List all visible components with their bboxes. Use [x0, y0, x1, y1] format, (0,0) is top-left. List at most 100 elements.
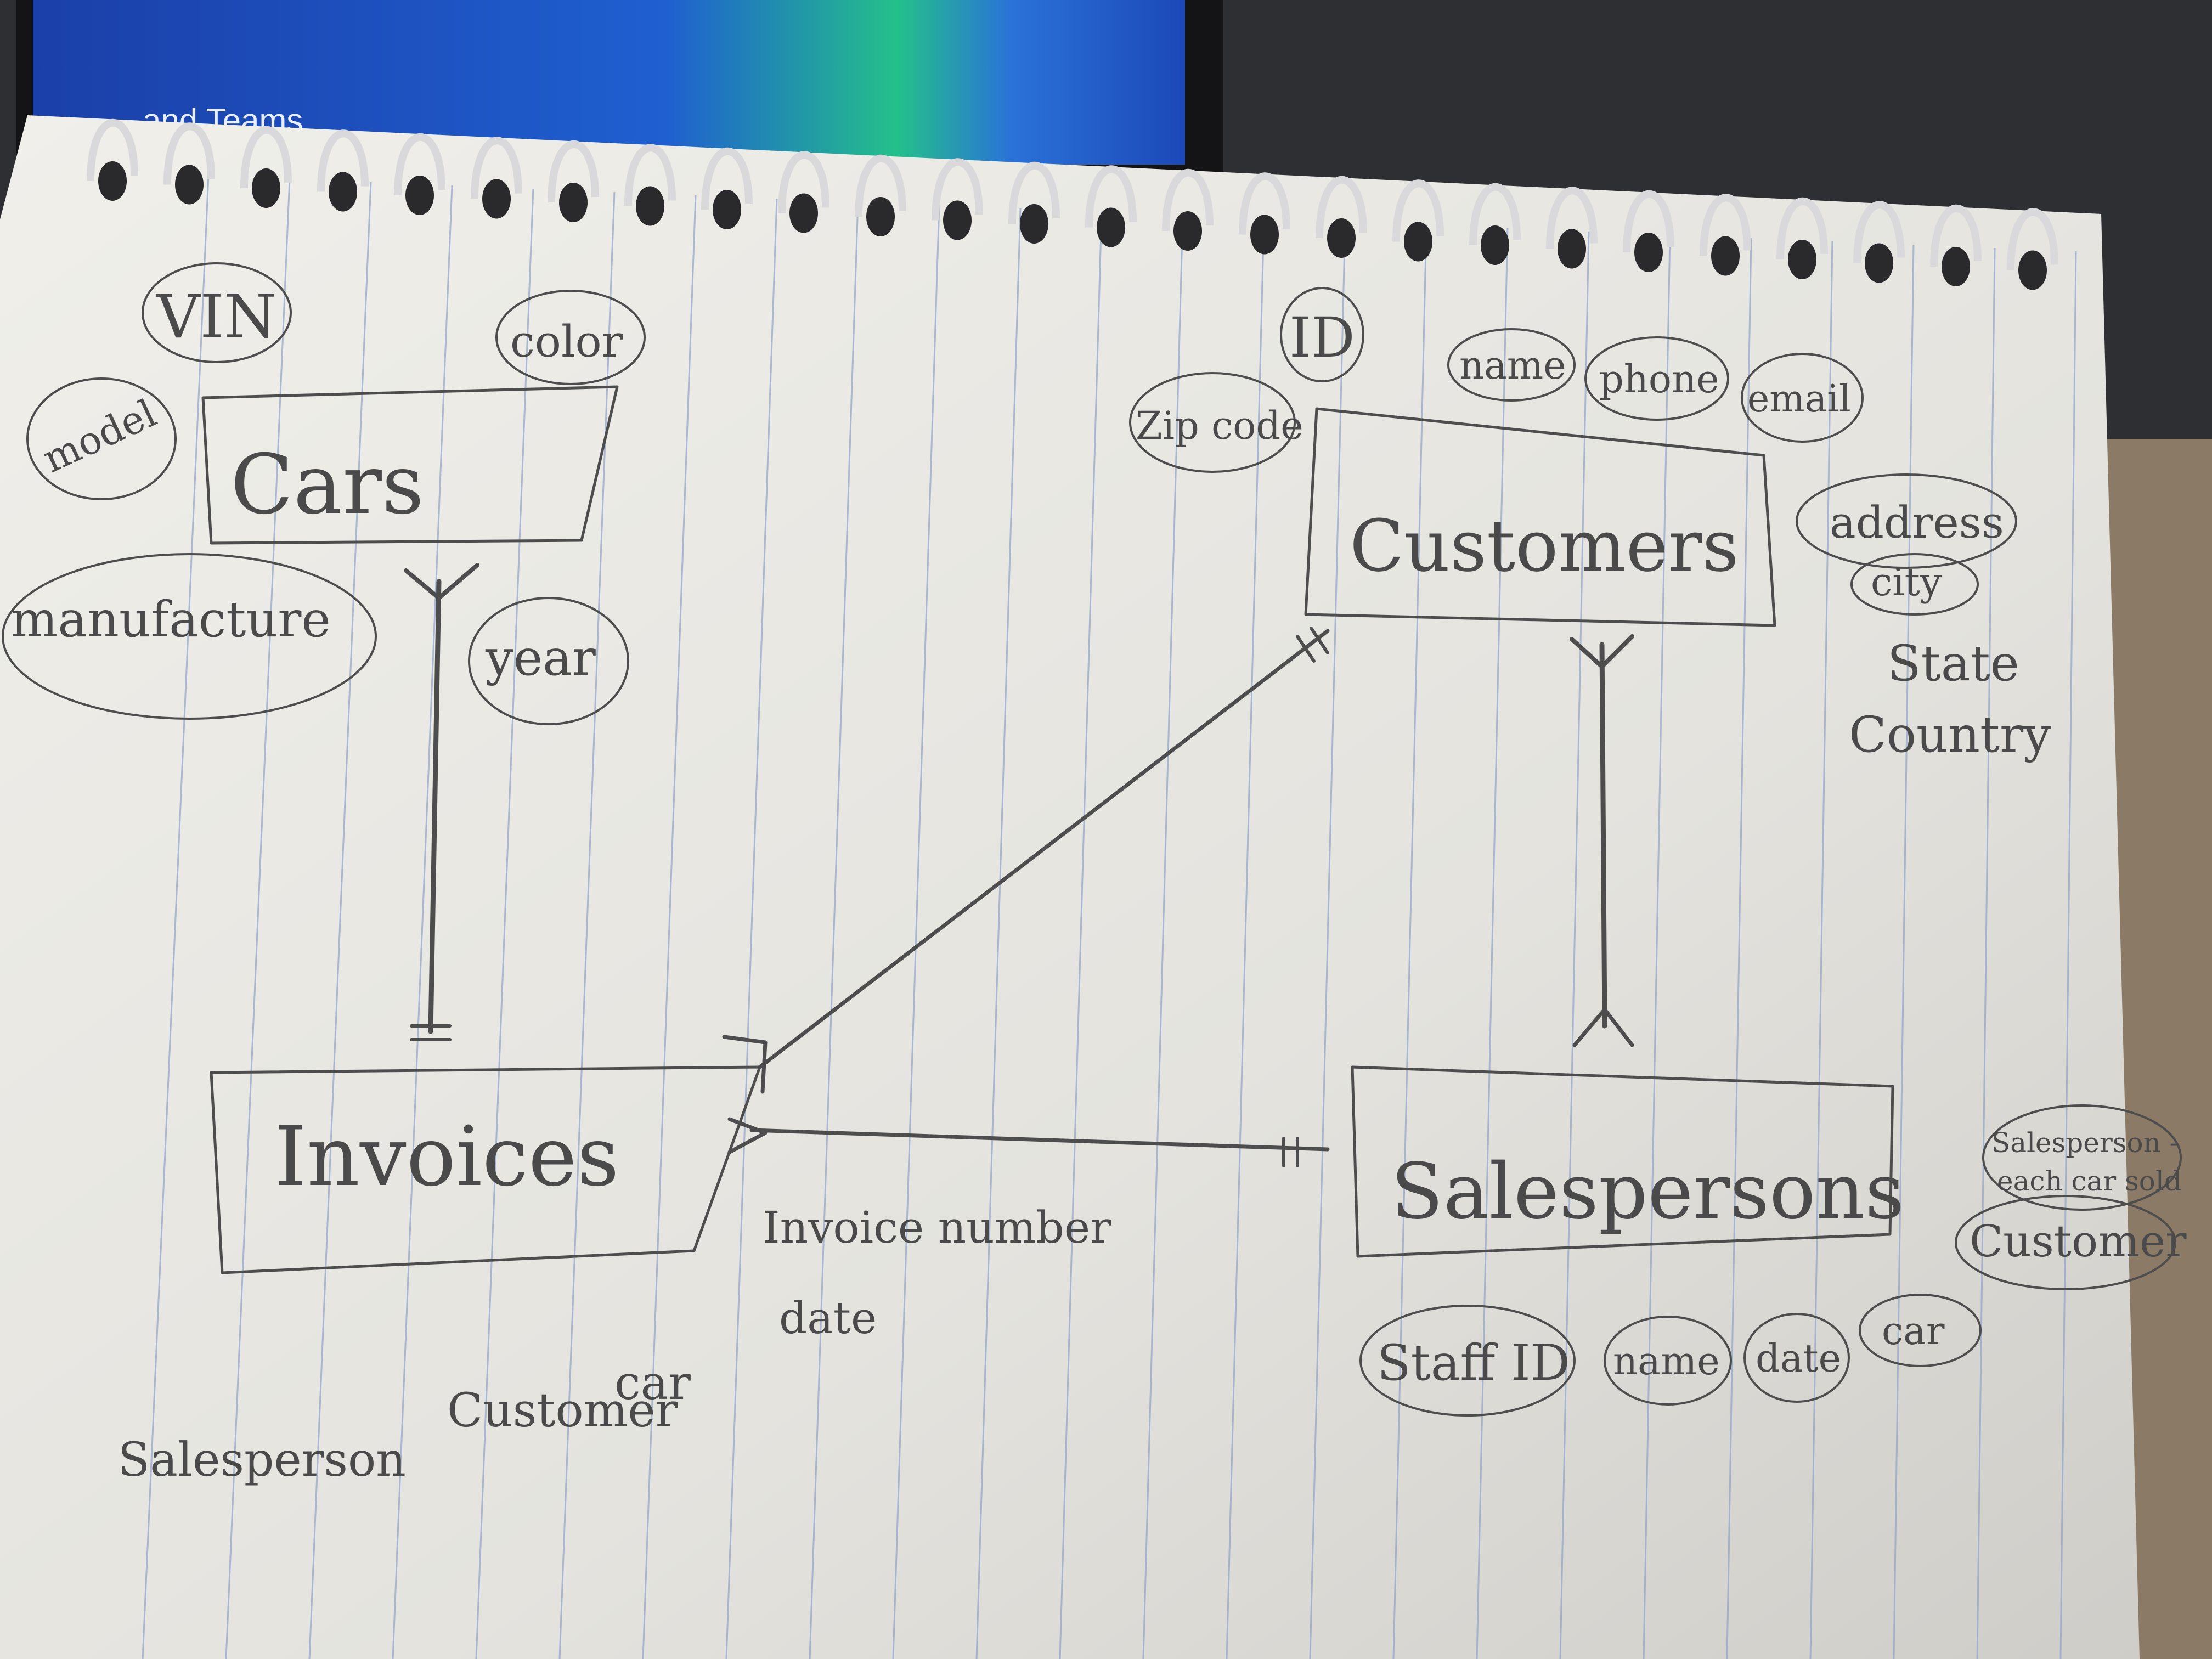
- attr-customers-state: State: [1887, 635, 2019, 692]
- entity-invoices: Invoices: [210, 1065, 761, 1274]
- ruled-line: [642, 195, 697, 1659]
- attr-sp-name-ellipse: [1604, 1316, 1732, 1406]
- spiral-ring: [932, 158, 983, 221]
- attr-salespersons-note-line1: Salesperson -: [1991, 1127, 2179, 1159]
- ruled-line: [1226, 218, 1265, 1659]
- binding-hole: [252, 168, 280, 208]
- ruled-line: [308, 182, 372, 1659]
- binding-hole: [1020, 204, 1048, 244]
- binding-hole: [329, 172, 357, 212]
- spiral-ring: [394, 133, 445, 196]
- attr-model-ellipse: [26, 377, 177, 500]
- binding-hole: [1558, 229, 1586, 269]
- ruled-line: [975, 208, 1022, 1659]
- spiral-ring: [1776, 197, 1828, 260]
- attr-name-ellipse: [1447, 328, 1576, 402]
- spiral-ring: [87, 119, 138, 182]
- ruled-line: [475, 188, 534, 1659]
- binding-hole: [1711, 236, 1740, 276]
- ruled-line: [1976, 247, 1996, 1659]
- spiral-ring: [1316, 176, 1367, 239]
- attr-salespersons-car: car: [1882, 1308, 1945, 1353]
- binding-hole: [482, 179, 511, 219]
- binding-hole: [1788, 240, 1816, 279]
- binding-hole: [559, 183, 588, 222]
- binding-hole: [175, 165, 204, 205]
- spiral-ring: [1162, 168, 1214, 232]
- attr-sp-date-ellipse: [1743, 1313, 1850, 1403]
- attr-manufacture-ellipse: [2, 553, 377, 720]
- ruled-line: [1643, 234, 1671, 1659]
- binding-hole: [405, 176, 434, 215]
- spiral-ring: [624, 144, 676, 206]
- entity-invoices-label: Invoices: [274, 1109, 619, 1205]
- attr-invoices-salesperson: Salesperson: [118, 1433, 406, 1487]
- attr-customers-name: name: [1459, 343, 1566, 388]
- attr-salespersons-staff-id: Staff ID: [1377, 1334, 1570, 1392]
- attr-cars-year: year: [485, 629, 596, 687]
- spiral-ring: [1623, 190, 1674, 253]
- attr-salespersons-date: date: [1756, 1336, 1841, 1381]
- attr-salespersons-note-line2: each car sold: [1997, 1165, 2182, 1197]
- attr-address-ellipse: [1796, 473, 2017, 569]
- spiral-ring: [778, 151, 830, 213]
- ruled-line: [1392, 224, 1427, 1659]
- attr-cars-vin: VIN: [155, 281, 276, 352]
- attr-note-ellipse: [1982, 1104, 2182, 1211]
- spiral-ring: [1008, 161, 1060, 224]
- ruled-line: [225, 178, 291, 1659]
- ruled-line: [2059, 251, 2077, 1659]
- attr-invoices-date: date: [779, 1293, 877, 1344]
- binding-hole: [943, 200, 972, 240]
- relationship-cars-invoices: [404, 563, 479, 1041]
- binding-hole: [1097, 207, 1125, 247]
- ruled-line: [725, 198, 778, 1659]
- binding-hole: [98, 161, 127, 201]
- attr-salespersons-name: name: [1613, 1339, 1720, 1384]
- spiral-ring: [1392, 179, 1444, 242]
- attr-customers-id: ID: [1289, 306, 1355, 370]
- spiral-binding: [87, 119, 2058, 290]
- spiral-ring: [163, 122, 215, 185]
- spiral-ring: [2007, 208, 2058, 270]
- attr-email-ellipse: [1741, 353, 1864, 443]
- binding-hole: [1942, 247, 1970, 286]
- binding-hole: [713, 190, 741, 229]
- attr-salespersons-customer: Customer: [1970, 1216, 2187, 1267]
- attr-color-ellipse: [495, 290, 646, 385]
- attr-invoices-invoice-number: Invoice number: [763, 1202, 1111, 1253]
- spiral-ring: [1239, 172, 1290, 235]
- attr-year-ellipse: [468, 597, 629, 725]
- spiral-ring: [1546, 187, 1598, 249]
- ruled-line: [1809, 241, 1833, 1659]
- ruled-lines: [142, 175, 2077, 1659]
- attr-customers-phone: phone: [1599, 357, 1719, 402]
- attr-invoices-customer: Customer: [447, 1384, 678, 1438]
- attr-zipcode-ellipse: [1129, 372, 1296, 473]
- entity-customers-label: Customers: [1350, 504, 1739, 588]
- binding-hole: [1404, 222, 1432, 262]
- attr-staffid-ellipse: [1359, 1305, 1576, 1417]
- entity-cars-label: Cars: [230, 437, 424, 533]
- relationship-customers-salespersons: [1570, 634, 1634, 1047]
- spiral-ring: [1700, 194, 1751, 256]
- binding-hole: [1173, 211, 1202, 251]
- relationship-invoices-customers: [722, 627, 1330, 1094]
- attr-id-ellipse: [1280, 287, 1364, 382]
- spiral-ring: [317, 129, 369, 192]
- ruled-line: [1476, 228, 1509, 1659]
- spiral-ring: [855, 154, 906, 217]
- attr-customer-ellipse: [1955, 1195, 2176, 1290]
- binding-hole: [636, 186, 664, 226]
- entity-cars: Cars: [201, 385, 619, 545]
- ruled-line: [142, 175, 210, 1659]
- binding-hole: [1634, 233, 1663, 272]
- binding-hole: [2018, 250, 2047, 290]
- entity-salespersons-label: Salespersons: [1391, 1147, 1904, 1237]
- attr-customers-city: city: [1871, 560, 1942, 605]
- entity-salespersons: Salespersons: [1351, 1065, 1904, 1258]
- notebook-page: [0, 115, 2140, 1659]
- spiral-ring: [1853, 201, 1905, 263]
- ruled-line: [1309, 221, 1346, 1659]
